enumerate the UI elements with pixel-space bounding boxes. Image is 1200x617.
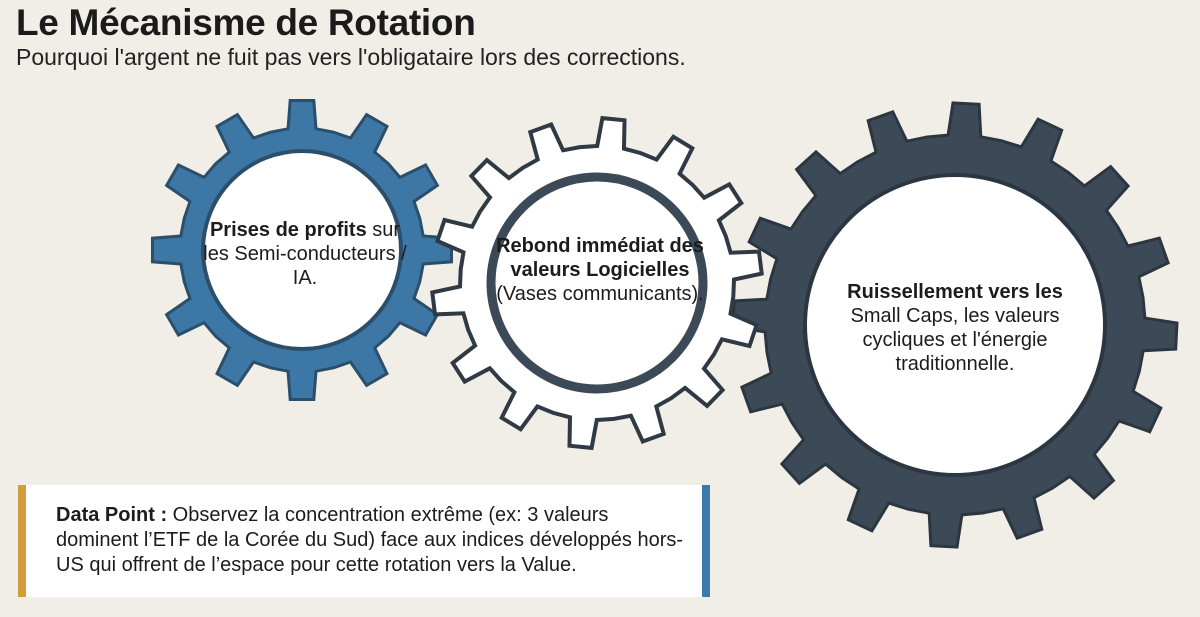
data-point-body: Observez la concentration extrême (ex: 3… — [56, 504, 684, 576]
page-title: Le Mécanisme de Rotation — [16, 2, 476, 43]
gear-label-trickle-down: Ruissellement vers les Small Caps, les v… — [830, 280, 1080, 376]
gear-label-bold: Rebond immédiat des valeurs Logicielles — [496, 235, 704, 281]
gear-label-bold: Ruissellement vers les — [847, 281, 1063, 303]
gear-label-software-rebound: Rebond immédiat des valeurs Logicielles … — [495, 234, 705, 306]
gear-label-rest: sur les Semi-conducteurs / IA. — [203, 219, 407, 289]
gear-label-rest: (Vases communicants). — [496, 283, 704, 305]
gear-icon — [430, 115, 764, 451]
gear-label-profit-taking: Prises de profits sur les Semi-conducteu… — [200, 218, 410, 290]
gear-label-rest: Small Caps, les valeurs cycliques et l'é… — [850, 305, 1060, 375]
gear-label-bold: Prises de profits — [209, 219, 367, 241]
gear-icon — [731, 101, 1179, 549]
data-point-label: Data Point : — [56, 504, 168, 526]
data-point-text: Data Point : Observez la concentration e… — [56, 503, 696, 578]
data-point-callout: Data Point : Observez la concentration e… — [18, 485, 710, 597]
page-subtitle: Pourquoi l'argent ne fuit pas vers l'obl… — [16, 44, 686, 70]
gear-icon — [151, 99, 453, 401]
